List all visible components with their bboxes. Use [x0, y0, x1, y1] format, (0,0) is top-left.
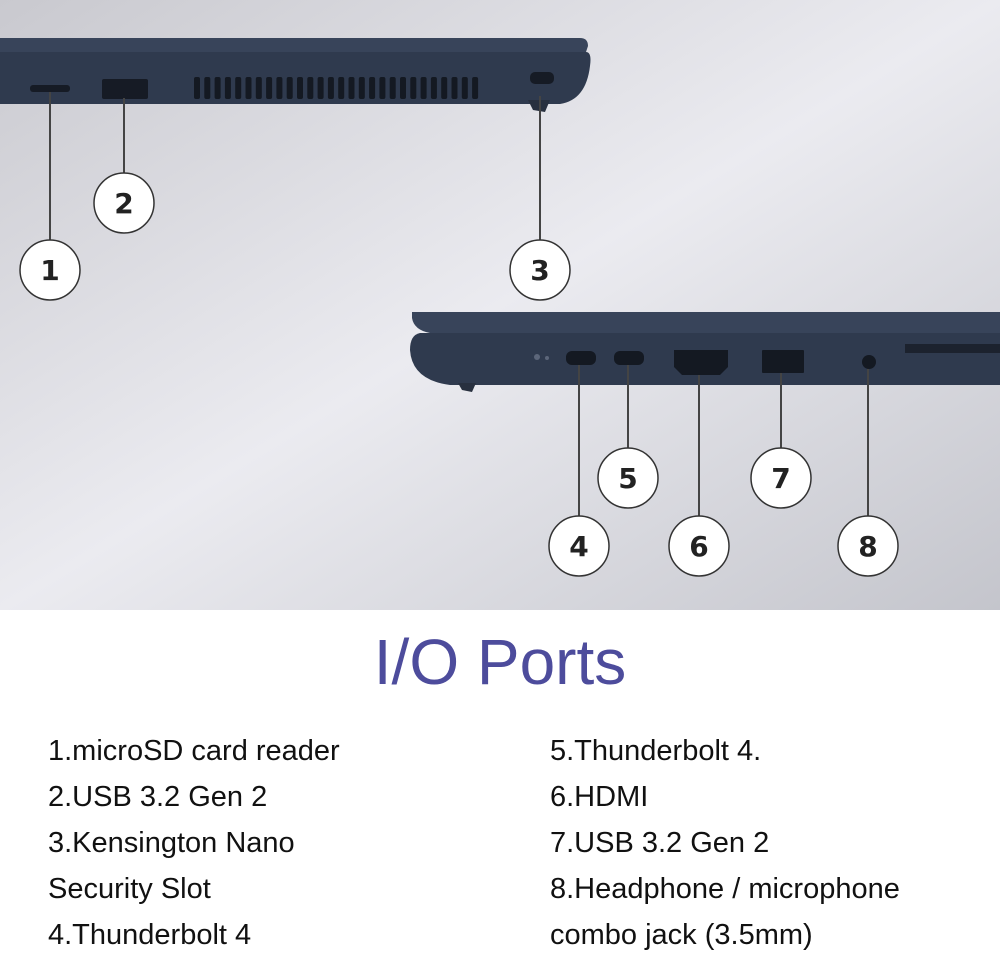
laptop-left-side: /* vents drawn below */	[0, 38, 591, 112]
vent-slot	[235, 77, 242, 99]
usb-c-port-1	[566, 351, 596, 365]
vent-slot	[194, 77, 200, 99]
list-item: 3.Kensington Nano	[48, 827, 295, 859]
vent-slot	[245, 77, 252, 99]
usb-a-port-2	[762, 350, 804, 373]
laptop-ports-illustration: /* vents drawn below */ 1 2 3 4 5	[0, 0, 1000, 610]
ports-list-left: 1.microSD card reader 2.USB 3.2 Gen 2 3.…	[48, 728, 340, 958]
list-item: 5.Thunderbolt 4.	[550, 735, 762, 767]
list-item: 8.Headphone / microphone	[550, 873, 900, 905]
list-item: 6.HDMI	[550, 781, 649, 813]
vent-slot	[255, 77, 262, 99]
vent-slot	[317, 77, 324, 99]
vent-slot	[379, 77, 386, 99]
vent-slot	[276, 77, 283, 99]
callout-3: 3	[530, 254, 549, 287]
kensington-slot	[530, 72, 554, 84]
callout-6: 6	[689, 530, 708, 563]
vent-slot	[420, 77, 427, 99]
list-item: 2.USB 3.2 Gen 2	[48, 781, 268, 813]
callout-4: 4	[569, 530, 588, 563]
vent-slot	[338, 77, 345, 99]
laptop-right-side	[410, 312, 1000, 392]
list-item: 4.Thunderbolt 4	[48, 919, 252, 951]
vent-slot	[451, 77, 458, 99]
callout-2: 2	[114, 187, 133, 220]
vent-slot	[307, 77, 314, 99]
microsd-slot	[30, 85, 70, 92]
vent-slot	[472, 77, 479, 99]
usb-c-port-2	[614, 351, 644, 365]
vent-slot	[441, 77, 448, 99]
ports-list-right: 5.Thunderbolt 4. 6.HDMI 7.USB 3.2 Gen 2 …	[550, 728, 900, 958]
vent-slot	[297, 77, 303, 99]
vent-slot	[204, 77, 211, 99]
vent-grille: /* vents drawn below */	[194, 77, 479, 99]
hdmi-port	[674, 350, 728, 375]
list-item: Security Slot	[48, 873, 211, 905]
vent-slot	[224, 77, 231, 99]
vent-slot	[430, 77, 437, 99]
list-item: 7.USB 3.2 Gen 2	[550, 827, 770, 859]
callout-8: 8	[858, 530, 877, 563]
vent-slot	[410, 77, 417, 99]
vent-slot	[369, 77, 376, 99]
page-title: I/O Ports	[373, 626, 627, 698]
list-item: 1.microSD card reader	[48, 735, 340, 767]
vent-slot	[389, 77, 396, 99]
usb-a-port	[102, 79, 148, 99]
vent-slot	[400, 77, 406, 99]
vent-slot	[358, 77, 365, 99]
vent-slot	[461, 77, 468, 99]
vent-slot	[286, 77, 293, 99]
callout-7: 7	[771, 462, 790, 495]
callout-5: 5	[618, 462, 637, 495]
callout-1: 1	[40, 254, 59, 287]
audio-jack	[862, 355, 876, 369]
vent-slot	[327, 77, 334, 99]
vent-slot	[266, 77, 273, 99]
vent-slot	[214, 77, 221, 99]
list-item: combo jack (3.5mm)	[550, 919, 813, 951]
vent-slot	[348, 77, 355, 99]
